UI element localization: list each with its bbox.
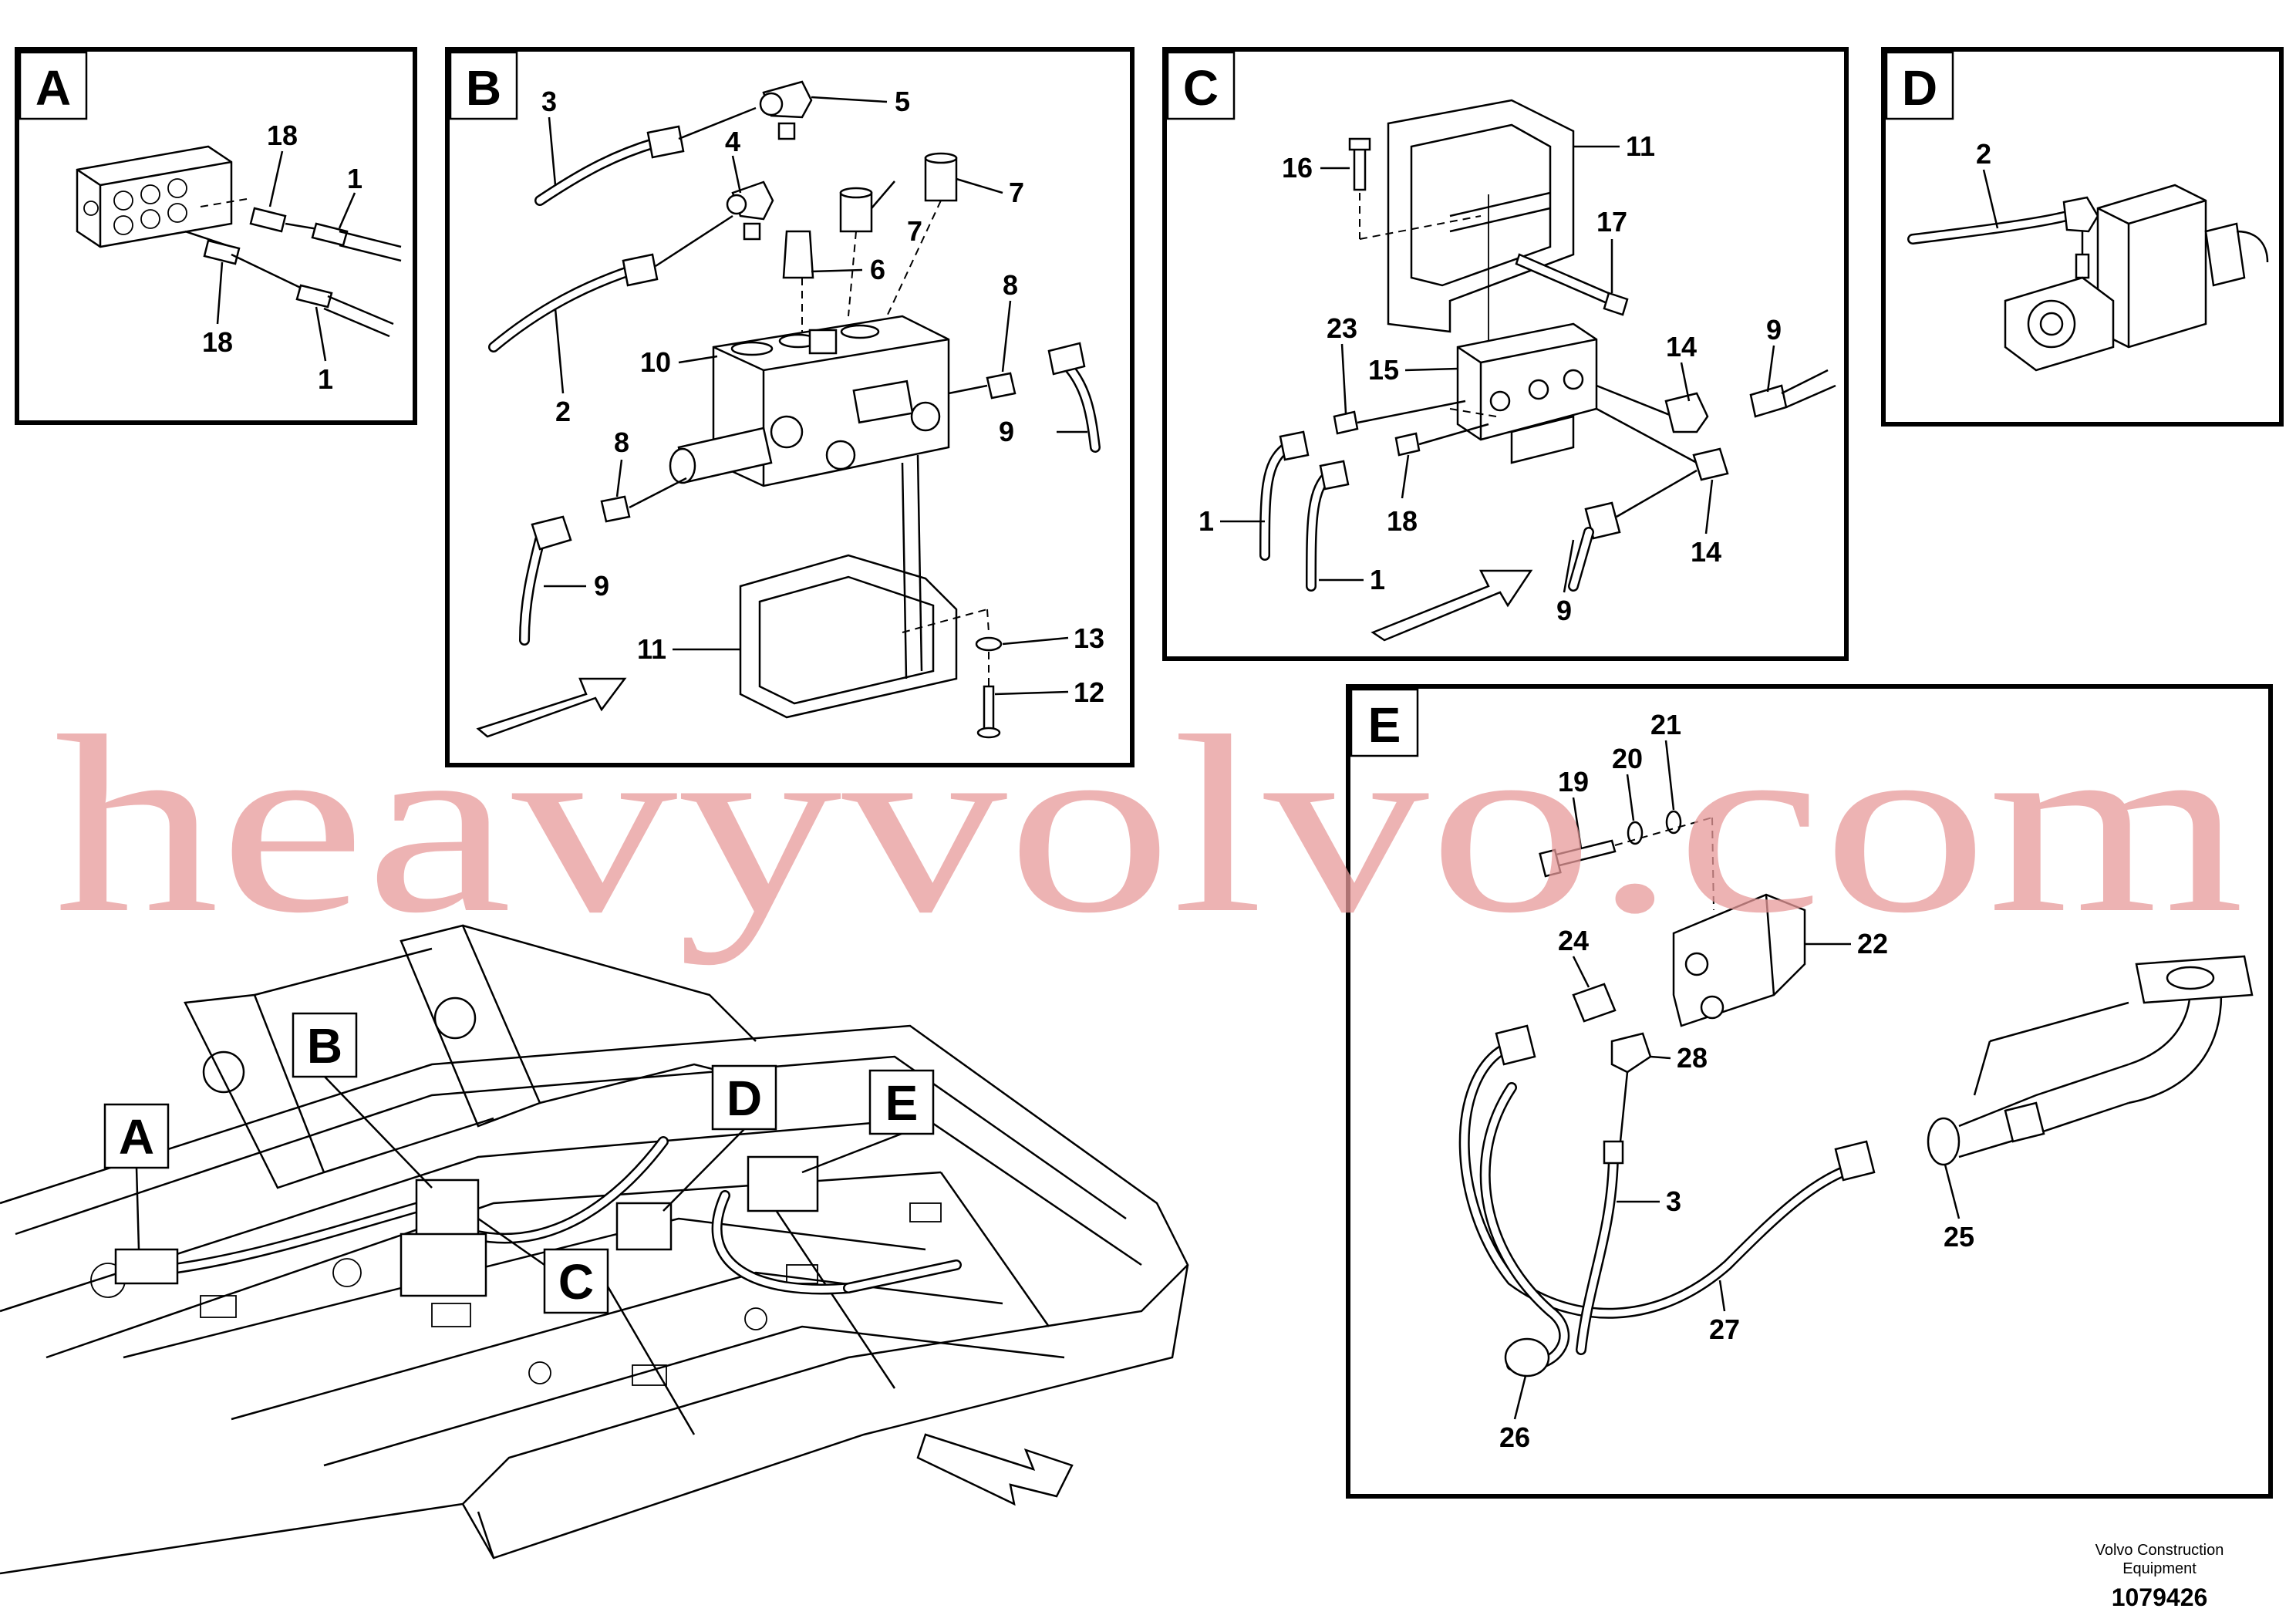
overview-illustration: B A D E C <box>0 924 1189 1575</box>
watermark-text: heavyvolvo.com <box>54 684 2244 966</box>
view-d-letter: D <box>1902 60 1937 116</box>
view-d-label-2: 2 <box>1976 138 1991 170</box>
view-e-label-27: 27 <box>1709 1313 1740 1345</box>
view-a-letter: A <box>35 60 71 116</box>
overview-callout-d-label: D <box>727 1071 762 1126</box>
view-c-label-17: 17 <box>1596 206 1627 238</box>
view-e-label-20: 20 <box>1612 743 1643 774</box>
footer-company-line2: Equipment <box>2122 1560 2197 1577</box>
view-e-label-22: 22 <box>1857 928 1888 959</box>
view-e-label-21: 21 <box>1650 709 1681 740</box>
view-b-label-6: 6 <box>870 254 885 285</box>
view-b-label-3: 3 <box>541 86 557 117</box>
view-c-label-16: 16 <box>1282 152 1313 184</box>
view-a-label-18-lower: 18 <box>202 326 233 358</box>
overview-callout-b-label: B <box>307 1018 342 1074</box>
view-a-label-1: 1 <box>347 163 362 194</box>
view-c: C <box>1162 47 1849 661</box>
view-e-letter: E <box>1368 697 1401 753</box>
view-e: E <box>1346 684 2273 1499</box>
view-b-label-9-left: 9 <box>594 570 609 602</box>
view-b-label-11: 11 <box>637 633 666 665</box>
overview-callout-e[interactable]: E <box>801 1069 935 1174</box>
view-a-label-1-lower: 1 <box>318 363 333 395</box>
overview-callout-c-label: C <box>558 1254 594 1310</box>
view-c-label-14-upper: 14 <box>1666 331 1697 363</box>
view-a: A 18 1 18 1 <box>15 47 417 425</box>
footer: Volvo Construction Equipment 1079426 <box>2095 1542 2224 1611</box>
view-e-label-24: 24 <box>1558 925 1589 956</box>
overview-callout-a[interactable]: A <box>103 1103 170 1250</box>
view-b-label-12: 12 <box>1074 676 1104 708</box>
view-c-label-18: 18 <box>1387 505 1418 537</box>
view-a-label-18: 18 <box>267 120 298 151</box>
view-c-letter: C <box>1183 60 1219 116</box>
footer-company-line1: Volvo Construction <box>2095 1542 2224 1559</box>
overview-callout-b[interactable]: B <box>292 1012 433 1189</box>
view-b-label-8-left: 8 <box>614 427 629 458</box>
overview-callout-d[interactable]: D <box>663 1064 777 1212</box>
footer-drawing-number: 1079426 <box>2112 1583 2208 1611</box>
view-c-label-1-right: 1 <box>1370 564 1385 595</box>
view-e-label-3: 3 <box>1666 1185 1681 1217</box>
overview-callout-e-label: E <box>885 1075 919 1131</box>
view-e-label-19: 19 <box>1558 766 1589 798</box>
view-c-label-9-lower: 9 <box>1556 595 1572 626</box>
view-c-label-14-lower: 14 <box>1691 536 1721 568</box>
view-b-letter: B <box>466 60 501 116</box>
view-c-label-23: 23 <box>1327 312 1357 344</box>
view-e-label-26: 26 <box>1499 1421 1530 1453</box>
view-e-label-25: 25 <box>1944 1221 1974 1253</box>
view-c-label-9-right: 9 <box>1766 314 1782 346</box>
view-c-label-11: 11 <box>1626 130 1655 162</box>
view-b-label-7-right: 7 <box>1009 177 1024 208</box>
view-b-label-5: 5 <box>895 86 910 117</box>
view-b-label-8-right: 8 <box>1003 269 1018 301</box>
view-c-label-1-left: 1 <box>1199 505 1214 537</box>
view-b-label-7-left: 7 <box>907 215 922 247</box>
view-b-label-2: 2 <box>555 396 571 427</box>
view-c-label-15: 15 <box>1368 354 1399 386</box>
view-e-label-28: 28 <box>1677 1042 1708 1074</box>
view-d: D 2 <box>1881 47 2284 427</box>
overview-callout-a-label: A <box>119 1109 154 1165</box>
view-b-label-13: 13 <box>1074 622 1104 654</box>
view-b: B <box>445 47 1135 767</box>
view-b-label-4: 4 <box>725 126 740 157</box>
overview-callout-c[interactable]: C <box>477 1217 609 1314</box>
view-b-label-9-right: 9 <box>999 416 1014 447</box>
view-b-label-10: 10 <box>640 346 671 378</box>
